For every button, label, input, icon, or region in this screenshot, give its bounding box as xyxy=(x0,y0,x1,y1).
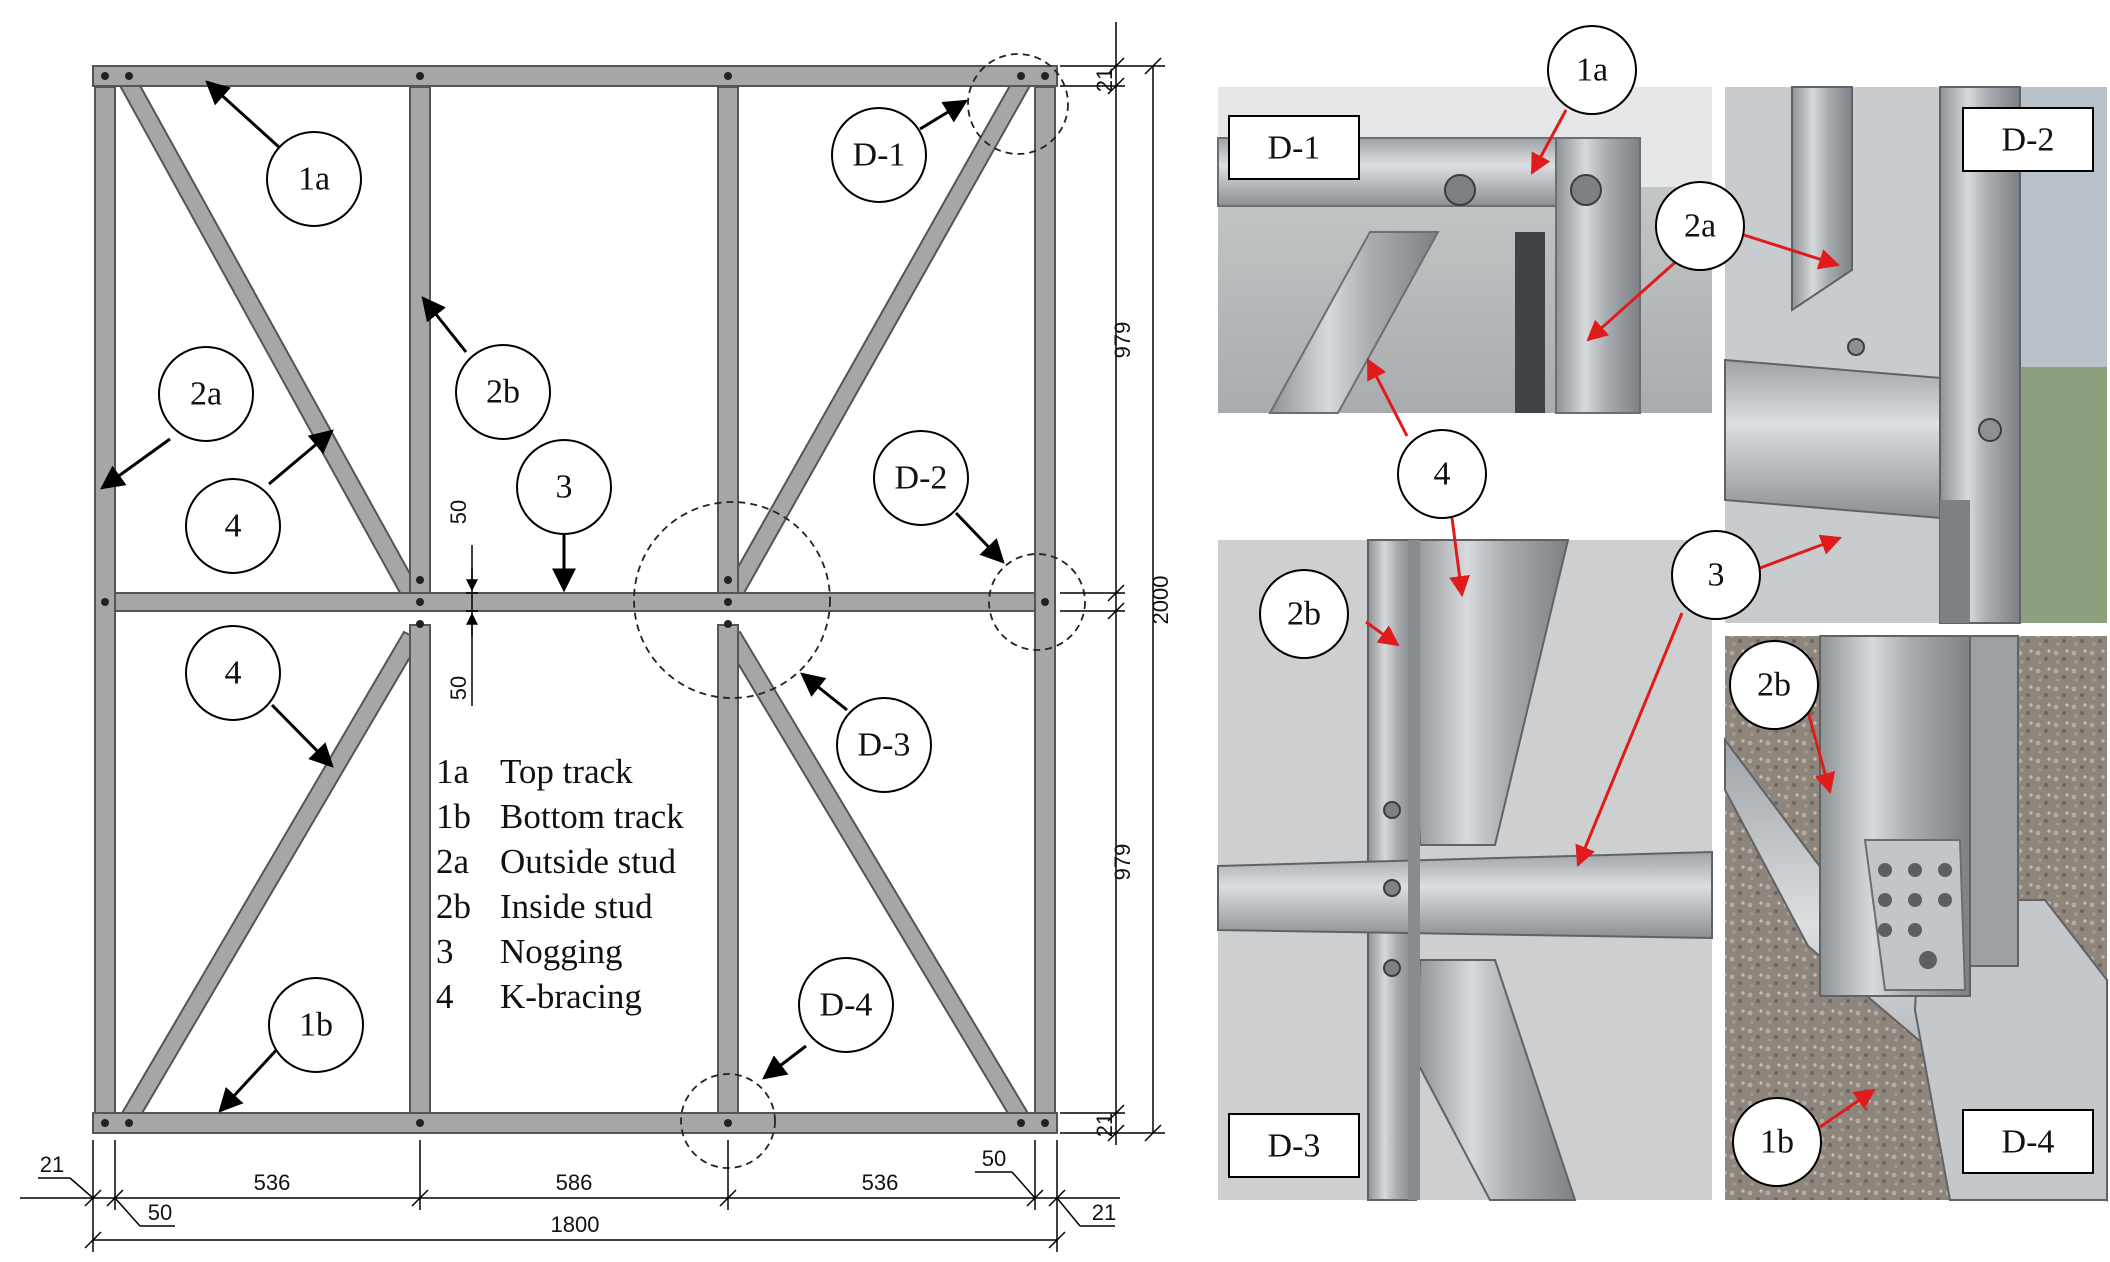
leader-arrows xyxy=(100,80,1005,1113)
callout-4-lower-text: 4 xyxy=(225,655,242,692)
callout-d3: D-3 xyxy=(836,697,932,793)
photo-callout-2b-d4: 2b xyxy=(1729,640,1819,730)
legend-code: 1a xyxy=(436,752,470,791)
photo-d1: D-1 xyxy=(1217,87,1712,414)
detail-circle-d3 xyxy=(633,501,831,699)
dim-span-left: 536 xyxy=(254,1170,291,1195)
dim-right-top-21: 21 xyxy=(1092,68,1117,92)
legend-text: Outside stud xyxy=(500,842,676,881)
callout-4-lower: 4 xyxy=(185,625,281,721)
legend-code: 4 xyxy=(436,977,454,1016)
photo-d1-tag: D-1 xyxy=(1268,130,1321,167)
callout-d1-text: D-1 xyxy=(853,137,906,174)
photo-callouts: 1a 2a 4 3 2b 2b 1b xyxy=(1259,25,1822,1187)
legend-code: 2b xyxy=(436,887,471,926)
photo-callout-1b-text: 1b xyxy=(1760,1124,1794,1161)
callout-3: 3 xyxy=(516,439,612,535)
legend-text: Top track xyxy=(500,752,633,791)
photo-red-arrows xyxy=(1365,109,1876,1129)
dim-right-lower-979: 979 xyxy=(1110,844,1135,881)
photo-callout-1a-text: 1a xyxy=(1576,52,1608,89)
callout-2a-text: 2a xyxy=(190,376,222,413)
photo-d2: D-2 xyxy=(1724,86,2107,624)
photo-d4-tag: D-4 xyxy=(2002,1124,2055,1161)
dim-span-right: 536 xyxy=(862,1170,899,1195)
callout-d3-text: D-3 xyxy=(858,727,911,764)
photo-callout-3: 3 xyxy=(1671,530,1761,620)
legend-code: 1b xyxy=(436,797,471,836)
inside-stud-left-lower xyxy=(409,624,431,1116)
dim-right-upper-979: 979 xyxy=(1110,322,1135,359)
nogging xyxy=(114,592,1036,612)
k-brace-lower-left xyxy=(116,630,422,1121)
photo-callout-2b-d4-text: 2b xyxy=(1757,667,1791,704)
dim-total-height: 2000 xyxy=(1148,576,1173,625)
inside-stud-left xyxy=(409,86,431,594)
dim-nogging-bottom: 50 xyxy=(446,676,471,700)
dim-total-width: 1800 xyxy=(551,1212,600,1237)
callouts: 1a 1b 2a 2b 3 4 4 D-1 D-2 D-3 D-4 xyxy=(158,107,969,1073)
photo-callout-1a: 1a xyxy=(1547,25,1637,115)
callout-1b-text: 1b xyxy=(299,1007,333,1044)
detail-circle-d2 xyxy=(988,553,1086,651)
callout-d4: D-4 xyxy=(798,957,894,1053)
photo-callout-4: 4 xyxy=(1397,429,1487,519)
legend: 1a Top track 1b Bottom track 2a Outside … xyxy=(436,752,684,1016)
width-dimensions xyxy=(20,1140,1120,1252)
callout-d4-text: D-4 xyxy=(820,987,873,1024)
screw-dots xyxy=(101,72,1049,1127)
photo-d2-tag: D-2 xyxy=(2002,122,2055,159)
callout-1a: 1a xyxy=(266,131,362,227)
callout-4-upper-text: 4 xyxy=(225,508,242,545)
nogging-dimension xyxy=(466,545,478,706)
photo-callout-2b-d3-text: 2b xyxy=(1287,596,1321,633)
photo-callout-2b-d3: 2b xyxy=(1259,569,1349,659)
height-dimensions xyxy=(1060,22,1165,1145)
callout-4-upper: 4 xyxy=(185,478,281,574)
callout-2a: 2a xyxy=(158,346,254,442)
photo-callout-2a: 2a xyxy=(1655,181,1745,271)
dim-bottom-left-50: 50 xyxy=(148,1200,172,1225)
photo-callout-2a-text: 2a xyxy=(1684,208,1716,245)
legend-code: 2a xyxy=(436,842,470,881)
top-track xyxy=(92,65,1058,87)
photo-d3-tag: D-3 xyxy=(1268,1128,1321,1165)
callout-1a-text: 1a xyxy=(298,161,330,198)
callout-2b-text: 2b xyxy=(486,374,520,411)
legend-text: K-bracing xyxy=(500,977,642,1016)
legend-text: Inside stud xyxy=(500,887,653,926)
photo-callout-1b: 1b xyxy=(1732,1097,1822,1187)
callout-1b: 1b xyxy=(268,977,364,1073)
dim-right-bottom-21: 21 xyxy=(1092,1113,1117,1137)
legend-text: Nogging xyxy=(500,932,623,971)
dim-nogging-top: 50 xyxy=(446,500,471,524)
dim-bottom-right-50: 50 xyxy=(982,1146,1006,1171)
callout-d2-text: D-2 xyxy=(895,460,948,497)
callout-3-text: 3 xyxy=(556,469,573,506)
dim-bottom-left-21: 21 xyxy=(40,1152,64,1177)
bottom-track xyxy=(92,1112,1058,1134)
dim-span-middle: 586 xyxy=(556,1170,593,1195)
photo-callout-3-text: 3 xyxy=(1708,557,1725,594)
dim-bottom-right-21: 21 xyxy=(1092,1200,1116,1225)
callout-d2: D-2 xyxy=(873,430,969,526)
legend-text: Bottom track xyxy=(500,797,684,836)
callout-d1: D-1 xyxy=(831,107,927,203)
inside-stud-right xyxy=(717,86,739,594)
photo-callout-4-text: 4 xyxy=(1434,456,1451,493)
legend-code: 3 xyxy=(436,932,454,971)
frame-drawing xyxy=(92,65,1058,1134)
callout-2b: 2b xyxy=(455,344,551,440)
